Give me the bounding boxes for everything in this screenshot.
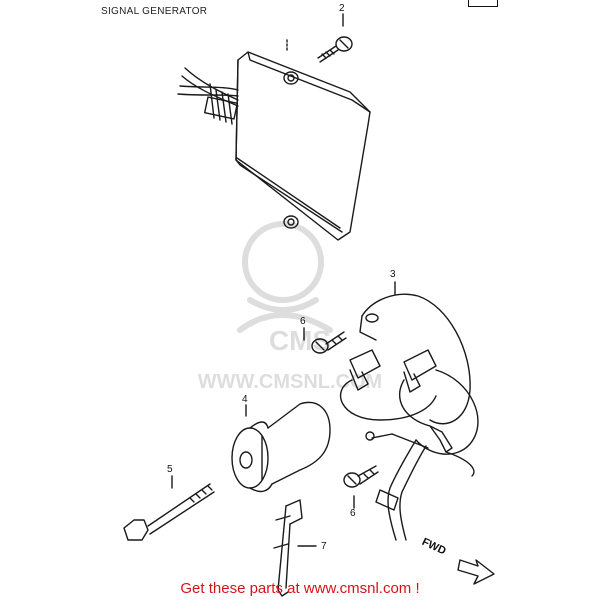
part-2-screw: [317, 13, 353, 63]
callout-6-lower: 6: [350, 508, 356, 519]
callout-2: 2: [339, 3, 345, 14]
part-6-screw-lower: [343, 465, 379, 509]
watermark-logo-text: CMS: [269, 325, 331, 356]
part-3-signal-generator-assembly: [340, 281, 479, 541]
callout-6-upper: 6: [300, 316, 306, 327]
cmsnl-link[interactable]: Get these parts at www.cmsnl.com !: [180, 580, 420, 597]
watermark-logo: [237, 221, 333, 333]
callout-3: 3: [390, 269, 396, 280]
part-6-screw-upper: [303, 327, 347, 354]
corner-frame: [468, 0, 498, 7]
part-7-clamp: [273, 499, 317, 597]
callout-4: 4: [242, 394, 248, 405]
fwd-arrow-icon: [457, 559, 495, 585]
part-1-signal-generator-unit: [177, 39, 371, 241]
callout-7: 7: [321, 541, 327, 552]
callout-5: 5: [167, 464, 173, 475]
part-5-bolt: [123, 475, 215, 541]
part-4-rotor: [231, 401, 331, 493]
diagram-title: SIGNAL GENERATOR: [101, 6, 208, 17]
watermark-text: WWW.CMSNL.COM: [198, 371, 382, 393]
